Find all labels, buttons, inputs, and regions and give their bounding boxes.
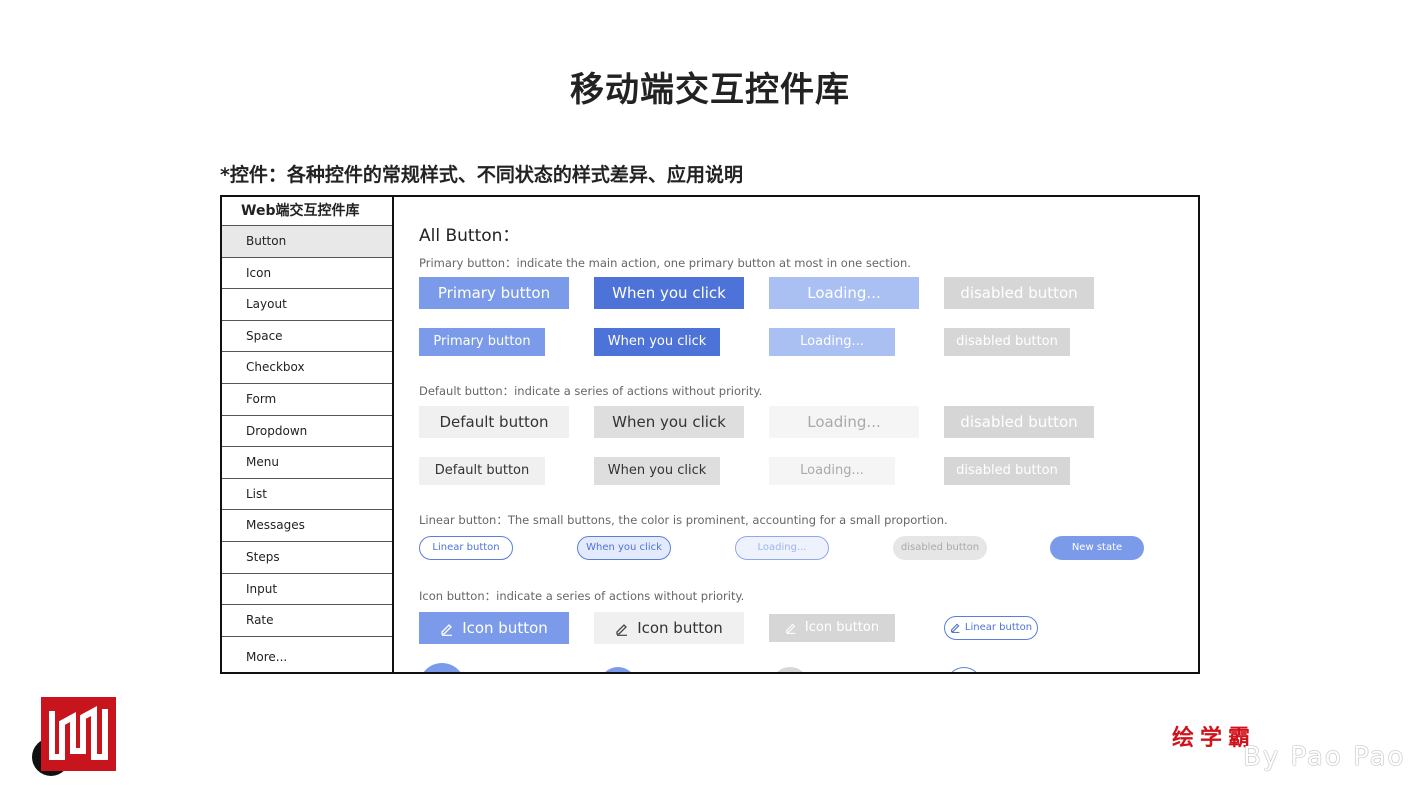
page-title: 移动端交互控件库 [570, 70, 850, 110]
sidebar-item-more[interactable]: More... [222, 635, 392, 672]
icon-description: Icon button：indicate a series of actions… [419, 589, 745, 603]
default-button-click-medium[interactable]: When you click [594, 457, 720, 485]
edit-icon [785, 622, 797, 634]
icon-button-default[interactable]: Icon button [594, 612, 744, 644]
circle-icon-button-primary[interactable] [419, 663, 465, 672]
primary-button-disabled-large: disabled button [944, 277, 1094, 309]
icon-button-linear-label: Linear button [964, 622, 1033, 633]
sidebar-item-messages[interactable]: Messages [222, 509, 392, 541]
sidebar-item-layout[interactable]: Layout [222, 288, 392, 320]
circle-icon-button-small[interactable] [599, 667, 637, 672]
icon-button-linear[interactable]: Linear button [944, 616, 1038, 640]
default-button-large[interactable]: Default button [419, 406, 569, 438]
sidebar-item-list[interactable]: List [222, 477, 392, 510]
icon-button-primary-label: Icon button [462, 619, 548, 637]
icon-button-primary[interactable]: Icon button [419, 612, 569, 644]
sidebar-item-menu[interactable]: Menu [222, 446, 392, 478]
sidebar-item-button[interactable]: Button [222, 225, 392, 257]
sidebar-item-input[interactable]: Input [222, 572, 392, 605]
sidebar-item-icon[interactable]: Icon [222, 256, 392, 289]
edit-icon [440, 622, 454, 636]
linear-button-click[interactable]: When you click [577, 536, 671, 560]
edit-icon [950, 622, 961, 633]
logo-mark [49, 705, 108, 760]
sidebar-item-dropdown[interactable]: Dropdown [222, 414, 392, 447]
icon-button-disabled: Icon button [769, 614, 895, 642]
sidebar-item-form[interactable]: Form [222, 382, 392, 415]
component-library-frame: Web端交互控件库 Button Icon Layout Space Check… [220, 195, 1200, 674]
linear-button-disabled: disabled button [893, 536, 987, 560]
section-title: All Button： [419, 226, 520, 246]
linear-button[interactable]: Linear button [419, 536, 513, 560]
primary-button-loading-medium[interactable]: Loading... [769, 328, 895, 356]
primary-button-large[interactable]: Primary button [419, 277, 569, 309]
primary-button-disabled-medium: disabled button [944, 328, 1070, 356]
primary-button-medium[interactable]: Primary button [419, 328, 545, 356]
default-description: Default button：indicate a series of acti… [419, 384, 763, 398]
edit-icon [615, 622, 629, 636]
icon-button-disabled-label: Icon button [804, 620, 880, 635]
page-subtitle: *控件：各种控件的常规样式、不同状态的样式差异、应用说明 [220, 164, 743, 186]
sidebar-item-rate[interactable]: Rate [222, 604, 392, 636]
main-content: All Button： Primary button：indicate the … [394, 197, 1198, 672]
linear-description: Linear button：The small buttons, the col… [419, 513, 948, 527]
default-button-medium[interactable]: Default button [419, 457, 545, 485]
default-button-click-large[interactable]: When you click [594, 406, 744, 438]
primary-button-loading-large[interactable]: Loading... [769, 277, 919, 309]
circle-icon-button-linear[interactable] [946, 667, 982, 672]
sidebar-item-space[interactable]: Space [222, 319, 392, 352]
primary-button-click-medium[interactable]: When you click [594, 328, 720, 356]
primary-description: Primary button：indicate the main action,… [419, 256, 911, 270]
brand-logo [41, 697, 116, 771]
default-button-loading-medium[interactable]: Loading... [769, 457, 895, 485]
linear-button-loading[interactable]: Loading... [735, 536, 829, 560]
default-button-loading-large[interactable]: Loading... [769, 406, 919, 438]
watermark-signature: By Pao Pao [1243, 742, 1406, 772]
linear-button-new-state[interactable]: New state [1050, 536, 1144, 560]
sidebar-item-steps[interactable]: Steps [222, 540, 392, 573]
default-button-disabled-medium: disabled button [944, 457, 1070, 485]
default-button-disabled-large: disabled button [944, 406, 1094, 438]
primary-button-click-large[interactable]: When you click [594, 277, 744, 309]
watermark-brand: 绘学霸 [1172, 726, 1257, 751]
sidebar-item-checkbox[interactable]: Checkbox [222, 351, 392, 383]
sidebar-title: Web端交互控件库 [241, 203, 360, 219]
circle-icon-button-disabled [771, 667, 809, 672]
sidebar: Web端交互控件库 Button Icon Layout Space Check… [222, 197, 394, 672]
icon-button-default-label: Icon button [637, 619, 723, 637]
